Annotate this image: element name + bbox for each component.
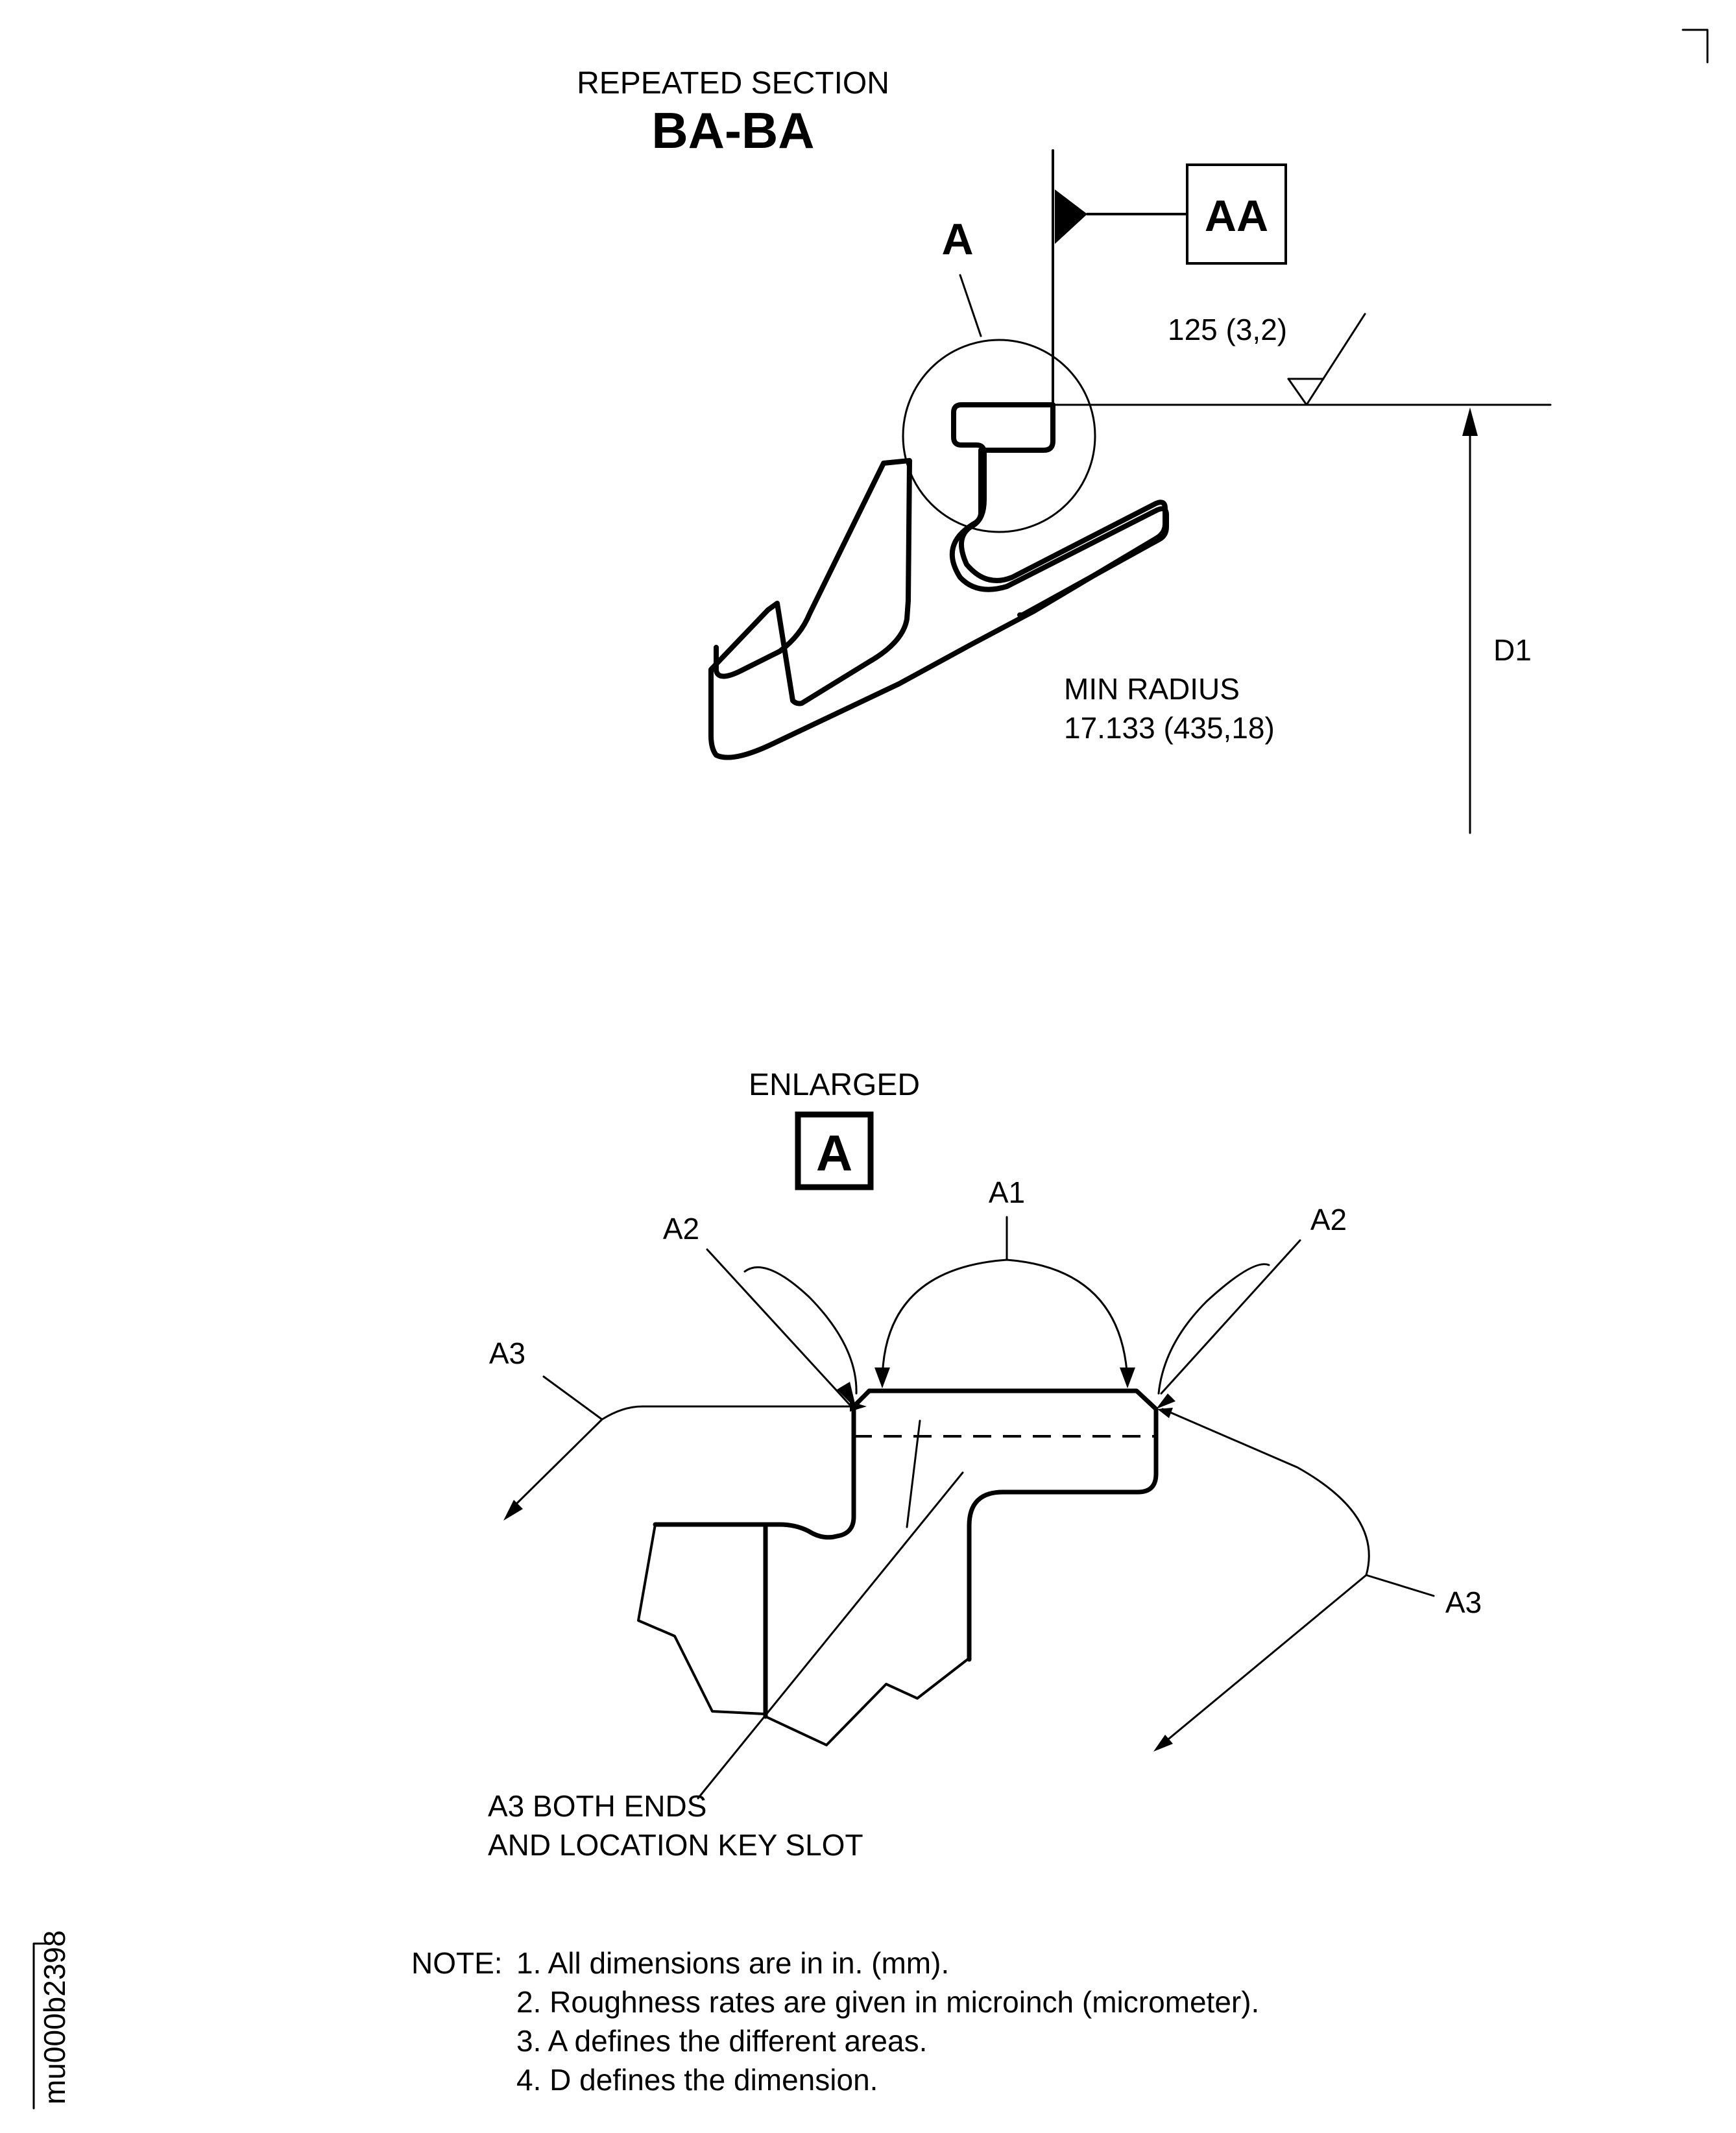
enlarged-key-profile xyxy=(637,1388,1159,1746)
enlarged-id-box xyxy=(795,1111,874,1190)
a3-note-line1: A3 BOTH ENDS xyxy=(488,1789,706,1823)
min-radius-label: MIN RADIUS xyxy=(1064,672,1240,706)
datum-flag: AA xyxy=(1052,149,1287,406)
notes-block: NOTE: 1. All dimensions are in in. (mm).… xyxy=(411,1946,1259,2097)
detail-callout-label: A xyxy=(941,215,973,264)
detail-callout-circle xyxy=(902,339,1096,533)
note-item: 1. All dimensions are in in. (mm). xyxy=(516,1946,949,1980)
enlarged-caption: ENLARGED xyxy=(749,1068,920,1102)
area-a2-left-leader xyxy=(706,1248,854,1409)
area-a2-right-leader xyxy=(1160,1239,1301,1395)
area-a3-right-label: A3 xyxy=(1445,1585,1482,1619)
roughness-value: 125 (3,2) xyxy=(1168,313,1287,346)
note-item: 4. D defines the dimension. xyxy=(516,2063,878,2097)
detail-callout-leader xyxy=(959,274,982,337)
note-item: 3. A defines the different areas. xyxy=(516,2024,927,2058)
area-a3-left-label: A3 xyxy=(489,1336,525,1370)
a3-note-leader-1 xyxy=(697,1471,964,1800)
datum-box xyxy=(1186,163,1287,265)
figure-id-bracket xyxy=(32,1942,51,2110)
min-radius-value: 17.133 (435,18) xyxy=(1064,711,1275,745)
area-a2-right-label: A2 xyxy=(1310,1203,1347,1236)
datum-label: AA xyxy=(1205,191,1268,241)
roughness-symbol: 125 (3,2) xyxy=(1168,313,1366,406)
dimension-label-d1: D1 xyxy=(1493,633,1532,667)
sheet-corner-mark xyxy=(1682,29,1709,64)
figure-id: mu000b2398 xyxy=(38,1930,71,2104)
section-caption: REPEATED SECTION xyxy=(577,66,889,101)
a3-note-leader-2 xyxy=(906,1419,921,1528)
dimension-arrow-d1 xyxy=(1462,407,1478,436)
area-a1-arc xyxy=(881,1259,1129,1384)
a3-note-line2: AND LOCATION KEY SLOT xyxy=(488,1828,863,1862)
section-name: BA-BA xyxy=(651,102,814,159)
area-a3-left-leader xyxy=(542,1375,851,1421)
datum-triangle xyxy=(1055,189,1087,244)
section-part-outline xyxy=(708,402,1169,760)
enlarged-id: A xyxy=(816,1124,852,1181)
notes-prefix: NOTE: xyxy=(411,1946,503,1980)
note-item: 2. Roughness rates are given in microinc… xyxy=(516,1985,1259,2019)
area-a3-right-leader xyxy=(1161,1408,1435,1597)
area-a1-label: A1 xyxy=(989,1175,1025,1209)
area-a2-left-label: A2 xyxy=(663,1212,699,1246)
